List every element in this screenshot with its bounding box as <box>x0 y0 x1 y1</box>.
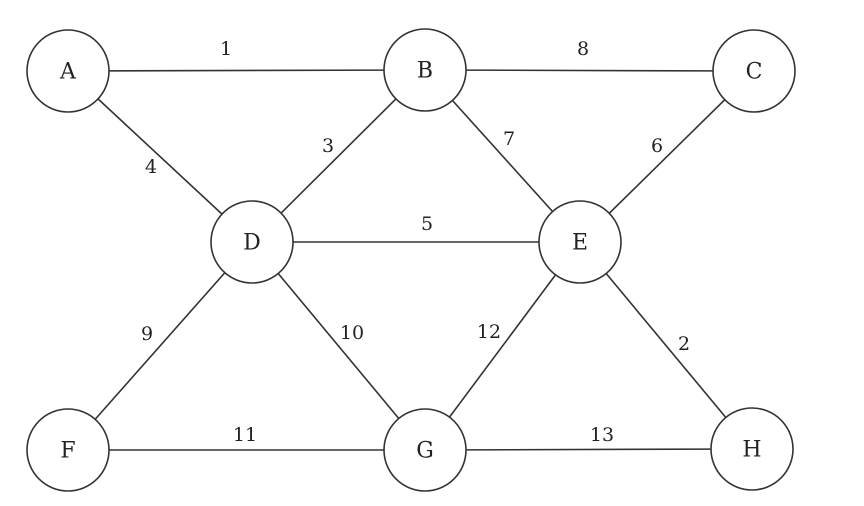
node-circle-e <box>538 200 622 284</box>
edge-d-f <box>67 241 253 451</box>
edge-weight-d-e: 5 <box>421 213 433 235</box>
edge-d-g <box>251 241 426 451</box>
edge-weight-e-h: 2 <box>678 333 690 355</box>
node-circle-f <box>26 408 110 492</box>
node-label-c: C <box>746 60 763 85</box>
node-c: C <box>712 29 796 113</box>
node-label-d: D <box>243 231 261 256</box>
node-d: D <box>210 200 294 284</box>
node-circle-g <box>383 408 467 492</box>
edge-weight-b-c: 8 <box>577 38 589 60</box>
node-label-f: F <box>60 439 75 464</box>
edge-weight-a-d: 4 <box>145 156 157 178</box>
node-circle-d <box>210 200 294 284</box>
edge-a-d <box>67 70 253 243</box>
node-h: H <box>710 407 794 491</box>
node-label-b: B <box>417 59 433 84</box>
edge-weight-d-f: 9 <box>141 323 153 345</box>
edge-weight-f-g: 11 <box>233 424 257 446</box>
edge-e-g <box>424 241 581 451</box>
node-a: A <box>26 29 110 113</box>
node-e: E <box>538 200 622 284</box>
edge-weight-e-g: 12 <box>477 321 501 343</box>
edge-weight-b-d: 3 <box>322 135 334 157</box>
nodes-layer: A B C D E F G H <box>26 28 796 492</box>
edge-weight-a-b: 1 <box>220 38 232 60</box>
node-b: B <box>383 28 467 112</box>
node-label-e: E <box>572 231 588 256</box>
node-circle-c <box>712 29 796 113</box>
node-label-a: A <box>59 60 77 85</box>
edge-labels-layer: 1 8 4 3 7 6 5 9 10 12 2 11 13 <box>141 38 690 446</box>
edge-weight-c-e: 6 <box>651 135 663 157</box>
edge-g-h <box>424 448 753 451</box>
node-circle-a <box>26 29 110 113</box>
edge-a-b <box>67 69 426 72</box>
edge-b-c <box>424 69 755 72</box>
edge-weight-b-e: 7 <box>503 128 515 150</box>
node-g: G <box>383 408 467 492</box>
node-label-g: G <box>416 439 434 464</box>
edge-e-h <box>579 241 753 450</box>
node-circle-h <box>710 407 794 491</box>
node-f: F <box>26 408 110 492</box>
edges-layer <box>67 69 755 451</box>
edge-weight-d-g: 10 <box>340 322 364 344</box>
node-label-h: H <box>742 438 761 463</box>
edge-weight-g-h: 13 <box>590 424 614 446</box>
node-circle-b <box>383 28 467 112</box>
